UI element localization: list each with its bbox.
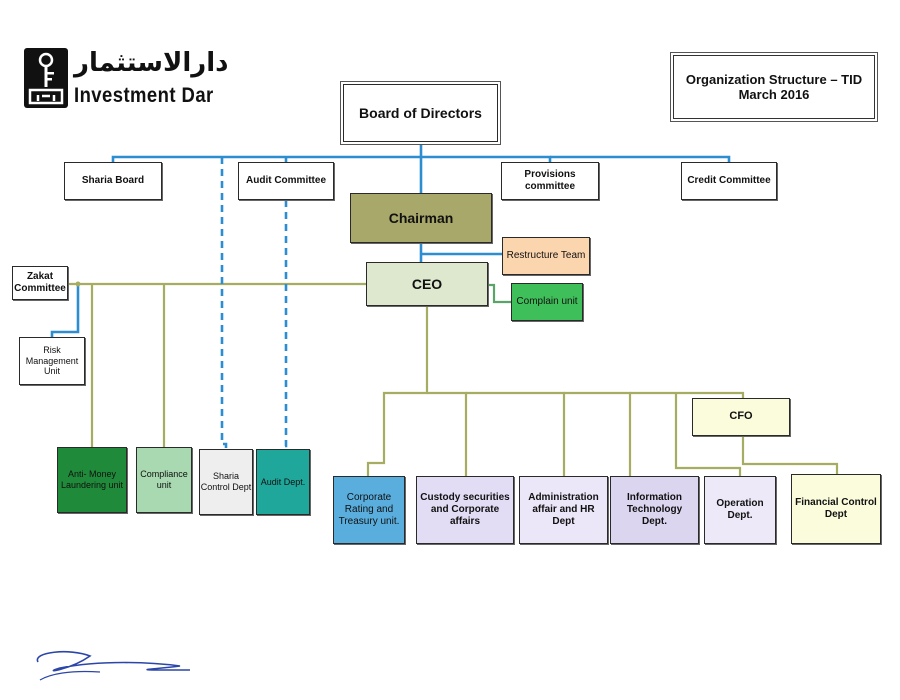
connector-board-to-sharia-ctrl: [220, 157, 228, 449]
connector-ceo-to-custody: [427, 391, 468, 476]
zakat-junction-dot: [75, 281, 81, 287]
node-zakat: Zakat Committee: [12, 266, 68, 300]
node-risk: Risk Management Unit: [19, 337, 85, 385]
node-board: Board of Directors: [343, 84, 498, 142]
connector-audit-committee-to-audit-dept: [281, 200, 288, 449]
node-admin: Administration affair and HR Dept: [519, 476, 608, 544]
investment-dar-logo-icon: [24, 48, 68, 108]
connector-cfo-to-operation: [674, 393, 742, 476]
node-restructure: Restructure Team: [502, 237, 590, 275]
node-it: Information Technology Dept.: [610, 476, 699, 544]
connector-ceo-to-corp-rating: [366, 306, 429, 476]
node-compliance: Compliance unit: [136, 447, 192, 513]
logo-arabic-text: دارالاستثمار: [74, 48, 229, 78]
node-sharia-board: Sharia Board: [64, 162, 162, 200]
node-audit-dept: Audit Dept.: [256, 449, 310, 515]
node-credit: Credit Committee: [681, 162, 777, 200]
signature-icon: [36, 650, 191, 681]
connector-ceo-to-complain: [488, 283, 511, 304]
node-corp-rating: Corporate Rating and Treasury unit.: [333, 476, 405, 544]
node-chairman: Chairman: [350, 193, 492, 243]
logo-english-text: Investment Dar: [74, 84, 214, 107]
node-operation: Operation Dept.: [704, 476, 776, 544]
node-ceo: CEO: [366, 262, 488, 306]
node-cfo: CFO: [692, 398, 790, 436]
connector-zakat-to-risk: [50, 284, 80, 337]
chart-title: Organization Structure – TID: [685, 72, 863, 87]
connector-board-to-sharia-board: [111, 142, 423, 162]
node-provisions: Provisions committee: [501, 162, 599, 200]
node-aml: Anti- Money Laundering unit: [57, 447, 127, 513]
connector-cfo-to-fin-ctrl: [741, 436, 839, 474]
node-sharia-ctrl: Sharia Control Dept: [199, 449, 253, 515]
connector-ceo-to-admin: [466, 391, 566, 476]
node-fin-ctrl: Financial Control Dept: [791, 474, 881, 544]
connector-board-to-credit: [550, 155, 731, 162]
node-audit-committee: Audit Committee: [238, 162, 334, 200]
node-complain: Complain unit: [511, 283, 583, 321]
connector-ceo-to-cfo: [630, 391, 745, 398]
node-custody: Custody securities and Corporate affairs: [416, 476, 514, 544]
chart-date: March 2016: [738, 87, 810, 102]
chart-title-box: Organization Structure – TID March 2016: [673, 55, 875, 119]
connector-ceo-to-it: [564, 391, 632, 476]
